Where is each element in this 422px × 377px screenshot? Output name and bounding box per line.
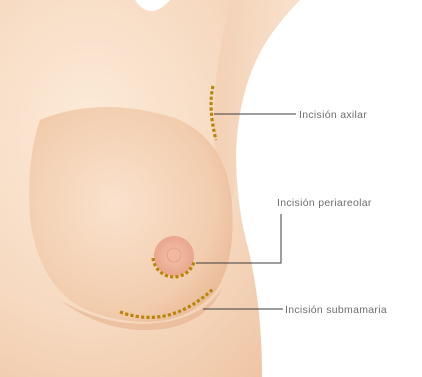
breast-shape: [29, 107, 233, 322]
axillary-incision-label: Incisión axilar: [299, 109, 367, 121]
inframammary-incision-label: Incisión submamaria: [285, 304, 387, 316]
periareolar-incision-label: Incisión periareolar: [277, 197, 372, 209]
nipple: [167, 248, 181, 262]
